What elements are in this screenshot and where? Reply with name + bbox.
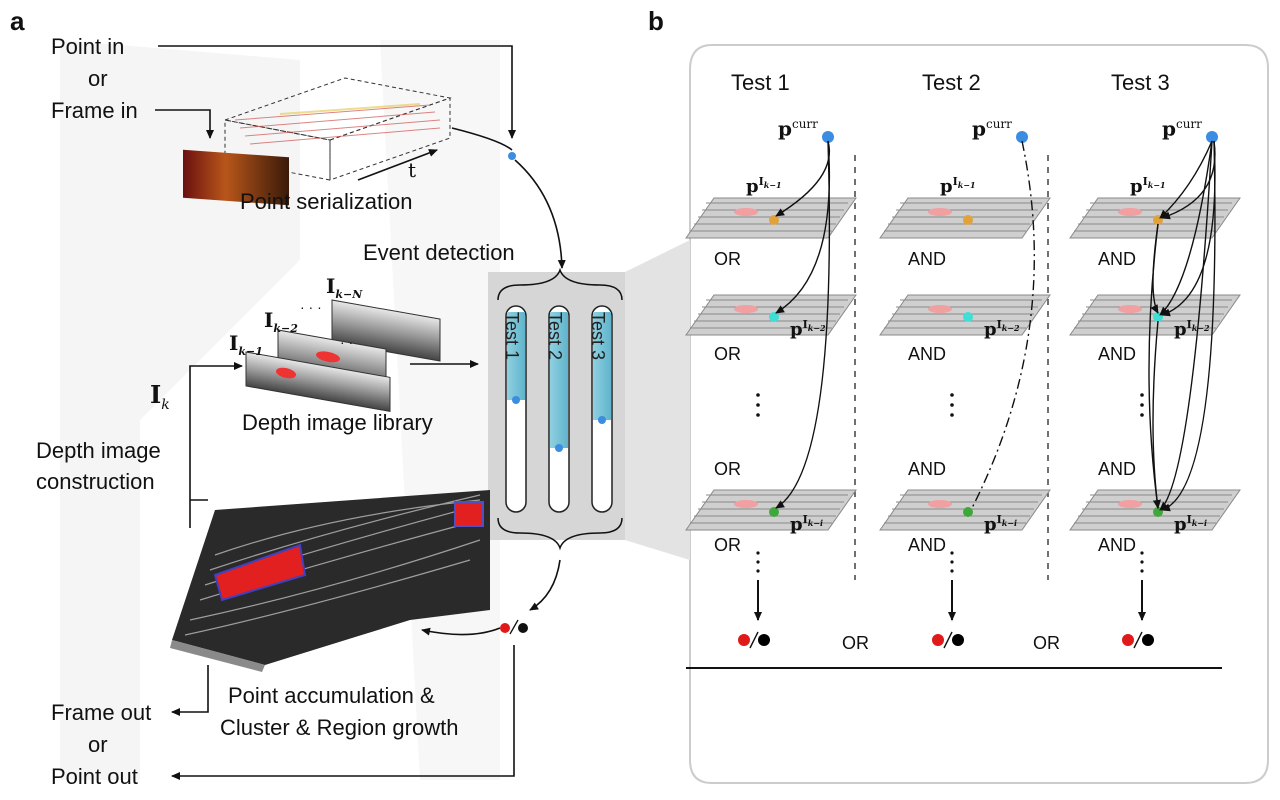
library-label-k1: Ik−1	[229, 331, 263, 358]
depth-frame	[1069, 197, 1241, 239]
test-1-column-label: Test 1	[502, 312, 522, 361]
library-label-kN: Ik−N	[326, 274, 363, 301]
combine-or-1: OR	[842, 633, 869, 653]
p-curr-point	[822, 131, 834, 143]
point-cloud-scene	[170, 490, 490, 672]
p-frame-label: pIk−i	[790, 513, 824, 535]
p-frame-label: pIk−2	[790, 318, 826, 340]
current-point-marker	[508, 152, 516, 160]
operator-and: AND	[908, 535, 947, 555]
callout-connector	[625, 240, 690, 560]
output-point-marker	[500, 619, 528, 635]
operator-and: AND	[1098, 249, 1137, 269]
event-detection-label: Event detection	[363, 240, 515, 265]
or-label-top: or	[88, 66, 108, 91]
p-frame-label: pIk−i	[1174, 513, 1208, 535]
operator-or: OR	[714, 344, 741, 364]
serialization-axis-label: t	[408, 158, 417, 182]
operator-and: AND	[908, 249, 947, 269]
or-label-bottom: or	[88, 732, 108, 757]
point-serialization-graphic	[183, 77, 452, 206]
p-frame-label: pIk−2	[1174, 318, 1210, 340]
depth-frame	[879, 489, 1051, 531]
test-2-header: Test 2	[922, 70, 981, 95]
p-curr-label: pcurr	[1162, 116, 1202, 141]
event-detection-braces	[497, 267, 623, 551]
p-curr-label: pcurr	[778, 116, 818, 141]
operator-and: AND	[1098, 535, 1137, 555]
p-curr-label: pcurr	[972, 116, 1012, 141]
depth-frame	[879, 197, 1051, 239]
panel-a-letter: a	[10, 6, 25, 36]
depth-frame	[685, 294, 857, 336]
depth-frame	[685, 197, 857, 239]
depth-frame	[1069, 294, 1241, 336]
operator-or: OR	[714, 249, 741, 269]
p-frame-label: pIk−1	[746, 175, 782, 197]
combine-or-2: OR	[1033, 633, 1060, 653]
panel-b-frames	[685, 131, 1241, 649]
depth-image-library-graphic	[245, 299, 441, 412]
frame-in-label: Frame in	[51, 98, 138, 123]
operator-and: AND	[908, 344, 947, 364]
panel-b-arrows	[754, 140, 1216, 621]
p-frame-label: pIk−i	[984, 513, 1018, 535]
test-column-3	[591, 305, 613, 513]
point-out-label: Point out	[51, 764, 138, 789]
panel-b-container	[689, 44, 1269, 784]
accumulation-label-2: Cluster & Region growth	[220, 715, 459, 740]
test-3-column-label: Test 3	[588, 312, 608, 361]
depth-frame	[1069, 489, 1241, 531]
depth-frame	[685, 489, 857, 531]
point-serialization-label: Point serialization	[240, 189, 413, 214]
test-3-header: Test 3	[1111, 70, 1170, 95]
depth-image-library-label: Depth image library	[242, 410, 433, 435]
p-frame-label: pIk−1	[1130, 175, 1166, 197]
test-columns	[505, 305, 613, 513]
library-label-k2: Ik−2	[264, 308, 298, 335]
p-frame-label: pIk−1	[940, 175, 976, 197]
operator-or: OR	[714, 535, 741, 555]
test-1-header: Test 1	[731, 70, 790, 95]
p-curr-point	[1206, 131, 1218, 143]
panel-b-letter: b	[648, 6, 664, 36]
p-curr-point	[1016, 131, 1028, 143]
test-column-1	[505, 305, 527, 513]
test-column-2	[548, 305, 570, 513]
depth-image-construction-label-2: construction	[36, 469, 155, 494]
accumulation-label-1: Point accumulation &	[228, 683, 435, 708]
library-ellipsis-1: · · ·	[300, 299, 322, 315]
operator-and: AND	[1098, 459, 1137, 479]
depth-image-construction-label-1: Depth image	[36, 438, 161, 463]
operator-and: AND	[908, 459, 947, 479]
frame-out-label: Frame out	[51, 700, 152, 725]
library-ellipsis-2: · ·	[340, 334, 354, 350]
point-in-label: Point in	[51, 34, 125, 59]
test-2-column-label: Test 2	[545, 312, 565, 361]
operator-and: AND	[1098, 344, 1137, 364]
panel-a-connectors	[155, 45, 566, 780]
p-frame-label: pIk−2	[984, 318, 1020, 340]
ik-label: Ik	[150, 380, 170, 413]
depth-frame	[879, 294, 1051, 336]
operator-or: OR	[714, 459, 741, 479]
